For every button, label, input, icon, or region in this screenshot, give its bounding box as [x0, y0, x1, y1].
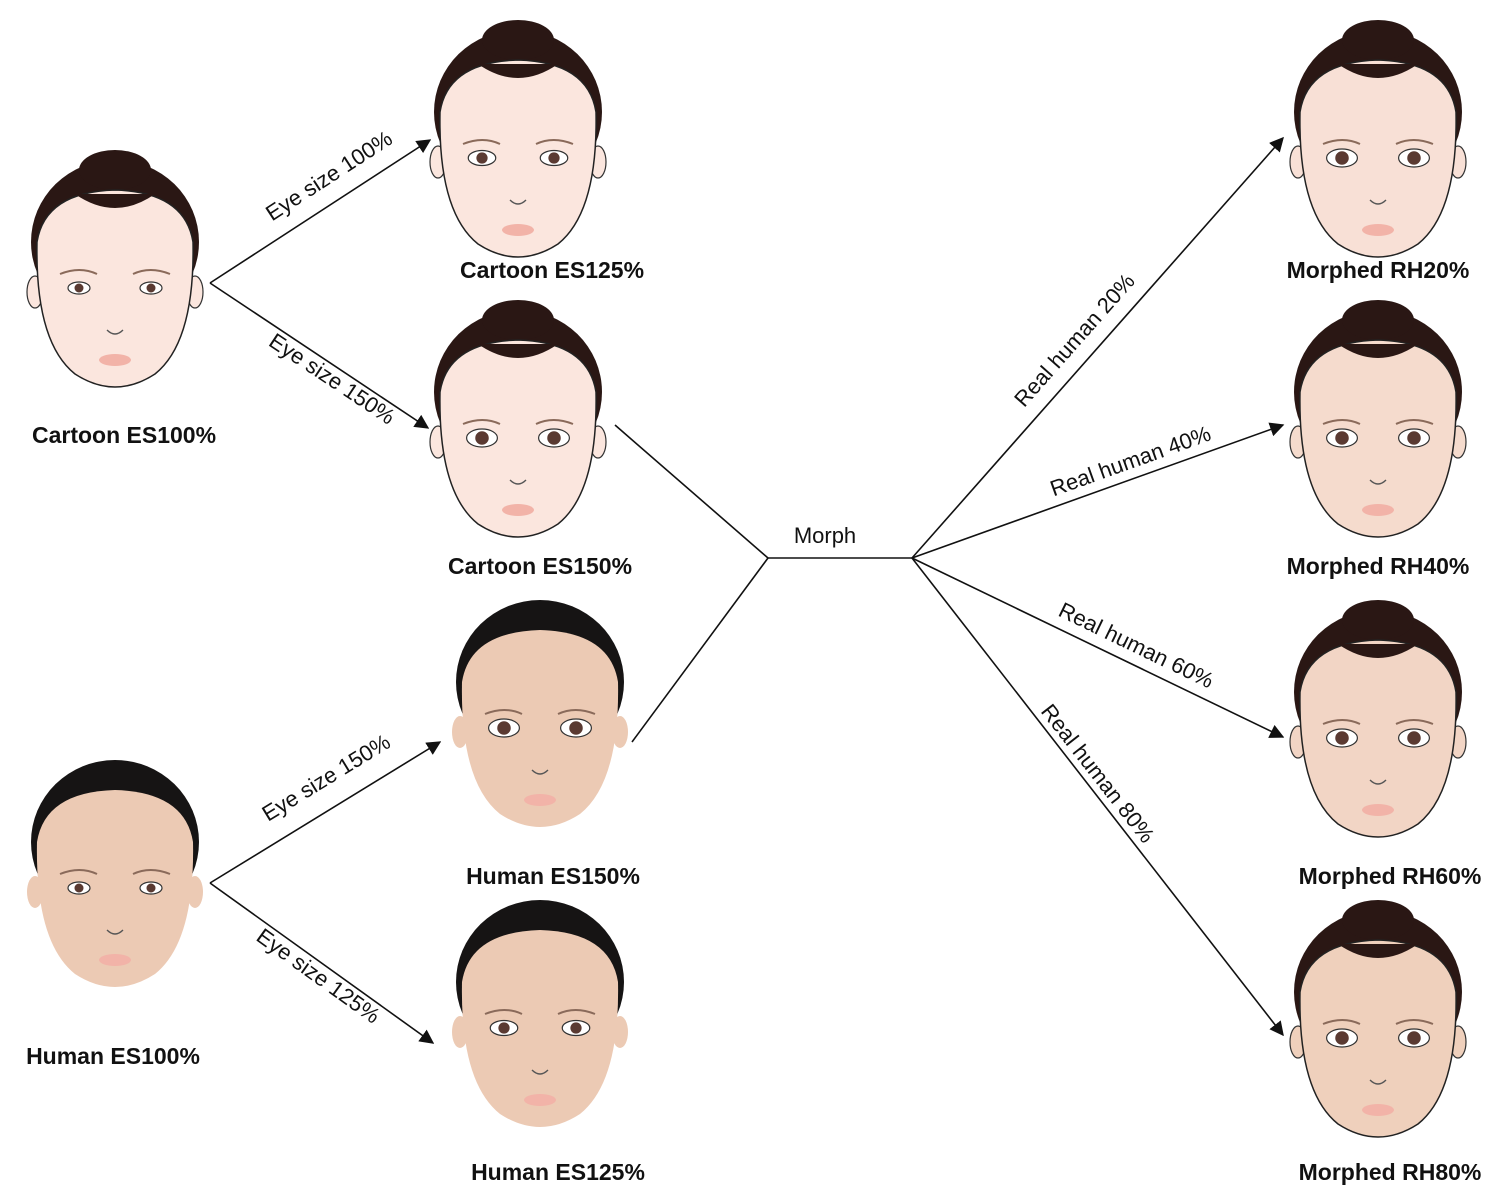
face-morphed-rh80: [1289, 900, 1467, 1138]
face-human-es125: [452, 900, 628, 1127]
edge-label-real-20: Real human 20%: [1009, 269, 1140, 412]
label-morphed-rh60: Morphed RH60%: [1299, 863, 1482, 889]
morph-line-cartoon: [614, 424, 769, 559]
label-morphed-rh80: Morphed RH80%: [1299, 1159, 1482, 1185]
label-cartoon-es125: Cartoon ES125%: [460, 257, 644, 283]
face-shape: [1299, 939, 1457, 1138]
arrow-cartoon-es150: [209, 282, 430, 429]
face-shape: [1299, 639, 1457, 838]
label-cartoon-es150: Cartoon ES150%: [448, 553, 632, 579]
arrow-human-es150: [209, 741, 442, 884]
arrow-human-es125: [209, 882, 435, 1044]
face-shape: [439, 59, 597, 258]
edge-label-eye-125-human: Eye size 125%: [252, 923, 385, 1028]
face-cartoon-es150: [429, 300, 607, 538]
label-morphed-rh20: Morphed RH20%: [1287, 257, 1470, 283]
edge-label-eye-150-cartoon: Eye size 150%: [265, 328, 400, 429]
face-shape: [461, 630, 619, 827]
morph-line-human: [631, 557, 769, 743]
face-human-es100: [27, 760, 203, 987]
face-cartoon-es125: [429, 20, 607, 258]
arrow-rh80: [911, 557, 1284, 1037]
face-shape: [36, 790, 194, 987]
face-shape: [461, 930, 619, 1127]
label-human-es150: Human ES150%: [466, 863, 640, 889]
edge-label-real-80: Real human 80%: [1036, 699, 1160, 847]
label-cartoon-es100: Cartoon ES100%: [32, 422, 216, 448]
label-human-es125: Human ES125%: [471, 1159, 645, 1185]
face-shape: [1299, 339, 1457, 538]
edge-label-real-40: Real human 40%: [1047, 421, 1214, 501]
face-human-es150: [452, 600, 628, 827]
face-shape: [439, 339, 597, 538]
edge-label-morph: Morph: [794, 523, 856, 548]
face-morphed-rh40: [1289, 300, 1467, 538]
arrow-rh60: [911, 557, 1285, 738]
arrow-cartoon-es125: [209, 139, 432, 284]
edge-label-real-60: Real human 60%: [1055, 597, 1218, 693]
arrow-rh20: [911, 136, 1284, 559]
face-cartoon-es100: [26, 150, 204, 388]
face-morphed-rh20: [1289, 20, 1467, 258]
face-shape: [1299, 59, 1457, 258]
face-shape: [36, 189, 194, 388]
label-morphed-rh40: Morphed RH40%: [1287, 553, 1470, 579]
arrow-rh40: [911, 422, 1285, 559]
label-human-es100: Human ES100%: [26, 1043, 200, 1069]
face-morphed-rh60: [1289, 600, 1467, 838]
